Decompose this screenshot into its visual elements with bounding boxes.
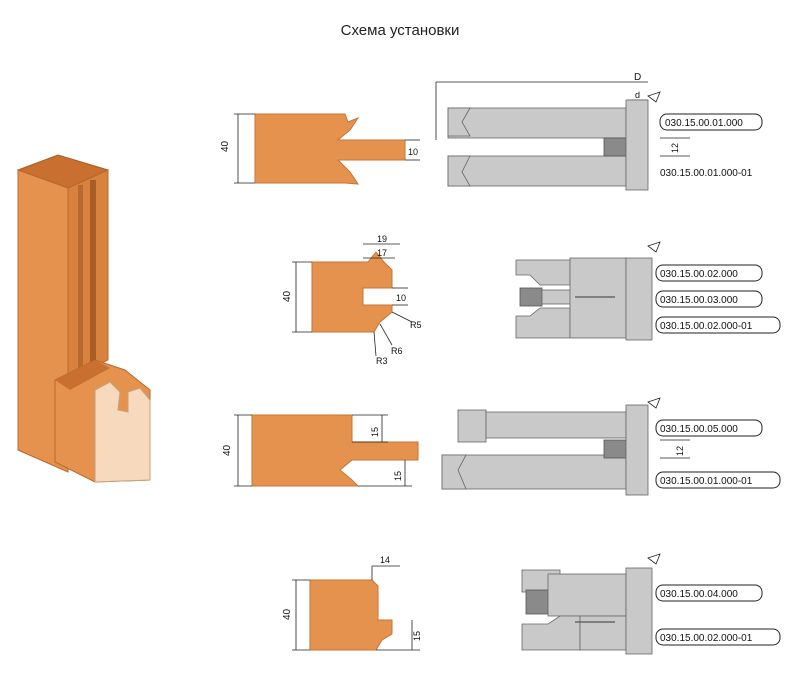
part-label-4a: 030.15.00.04.000 [660, 589, 738, 600]
profile-1 [254, 113, 406, 185]
profile-4 [309, 579, 393, 651]
dim-bottom-4: 15 [412, 631, 422, 641]
profile-3 [251, 414, 419, 487]
dim-width-4: 14 [380, 555, 390, 565]
part-label-1b: 030.15.00.01.000-01 [660, 168, 753, 179]
dim-slot-2: 10 [396, 293, 406, 303]
dim-height-3: 40 [222, 444, 233, 456]
dim-slot-1: 10 [408, 147, 418, 157]
dim-bottom-3: 15 [393, 471, 403, 481]
dim-gap-3: 12 [675, 446, 685, 456]
profile-2 [311, 251, 393, 333]
door-frame-3d [16, 154, 151, 483]
dim-gap-1: 12 [670, 143, 680, 153]
row-3: 40 15 15 12 030.15.00.05.000 030.15.00.0… [222, 397, 781, 496]
dim-w2-2: 17 [377, 248, 387, 258]
part-label-3a: 030.15.00.05.000 [660, 424, 738, 435]
row-4: 40 14 15 030.15.00.04.000 030.15.00.02.0… [282, 553, 781, 655]
part-label-2a: 030.15.00.02.000 [660, 269, 738, 280]
dim-r1-2: R5 [410, 320, 422, 330]
dim-D-1: D [634, 72, 641, 83]
row-2: 40 19 17 10 R5 R6 R3 030.15.00.02.000 [282, 234, 781, 366]
part-label-1a: 030.15.00.01.000 [665, 118, 743, 129]
dim-height-2: 40 [282, 290, 293, 302]
part-label-2c: 030.15.00.02.000-01 [660, 321, 753, 332]
dim-height-4: 40 [282, 608, 293, 620]
part-label-3b: 030.15.00.01.000-01 [660, 476, 753, 487]
dim-top-3: 15 [370, 427, 380, 437]
diagram-title: Схема установки [340, 22, 460, 39]
dim-height-1: 40 [220, 140, 231, 152]
dim-w1-2: 19 [377, 234, 387, 244]
part-label-2b: 030.15.00.03.000 [660, 295, 738, 306]
dim-d-1: d [635, 90, 640, 100]
dim-r3-2: R3 [376, 356, 388, 366]
dim-r2-2: R6 [391, 346, 403, 356]
row-1: 40 10 D d 12 030.15.00.01.000 030.15.00.… [220, 72, 763, 191]
part-label-4b: 030.15.00.02.000-01 [660, 633, 753, 644]
